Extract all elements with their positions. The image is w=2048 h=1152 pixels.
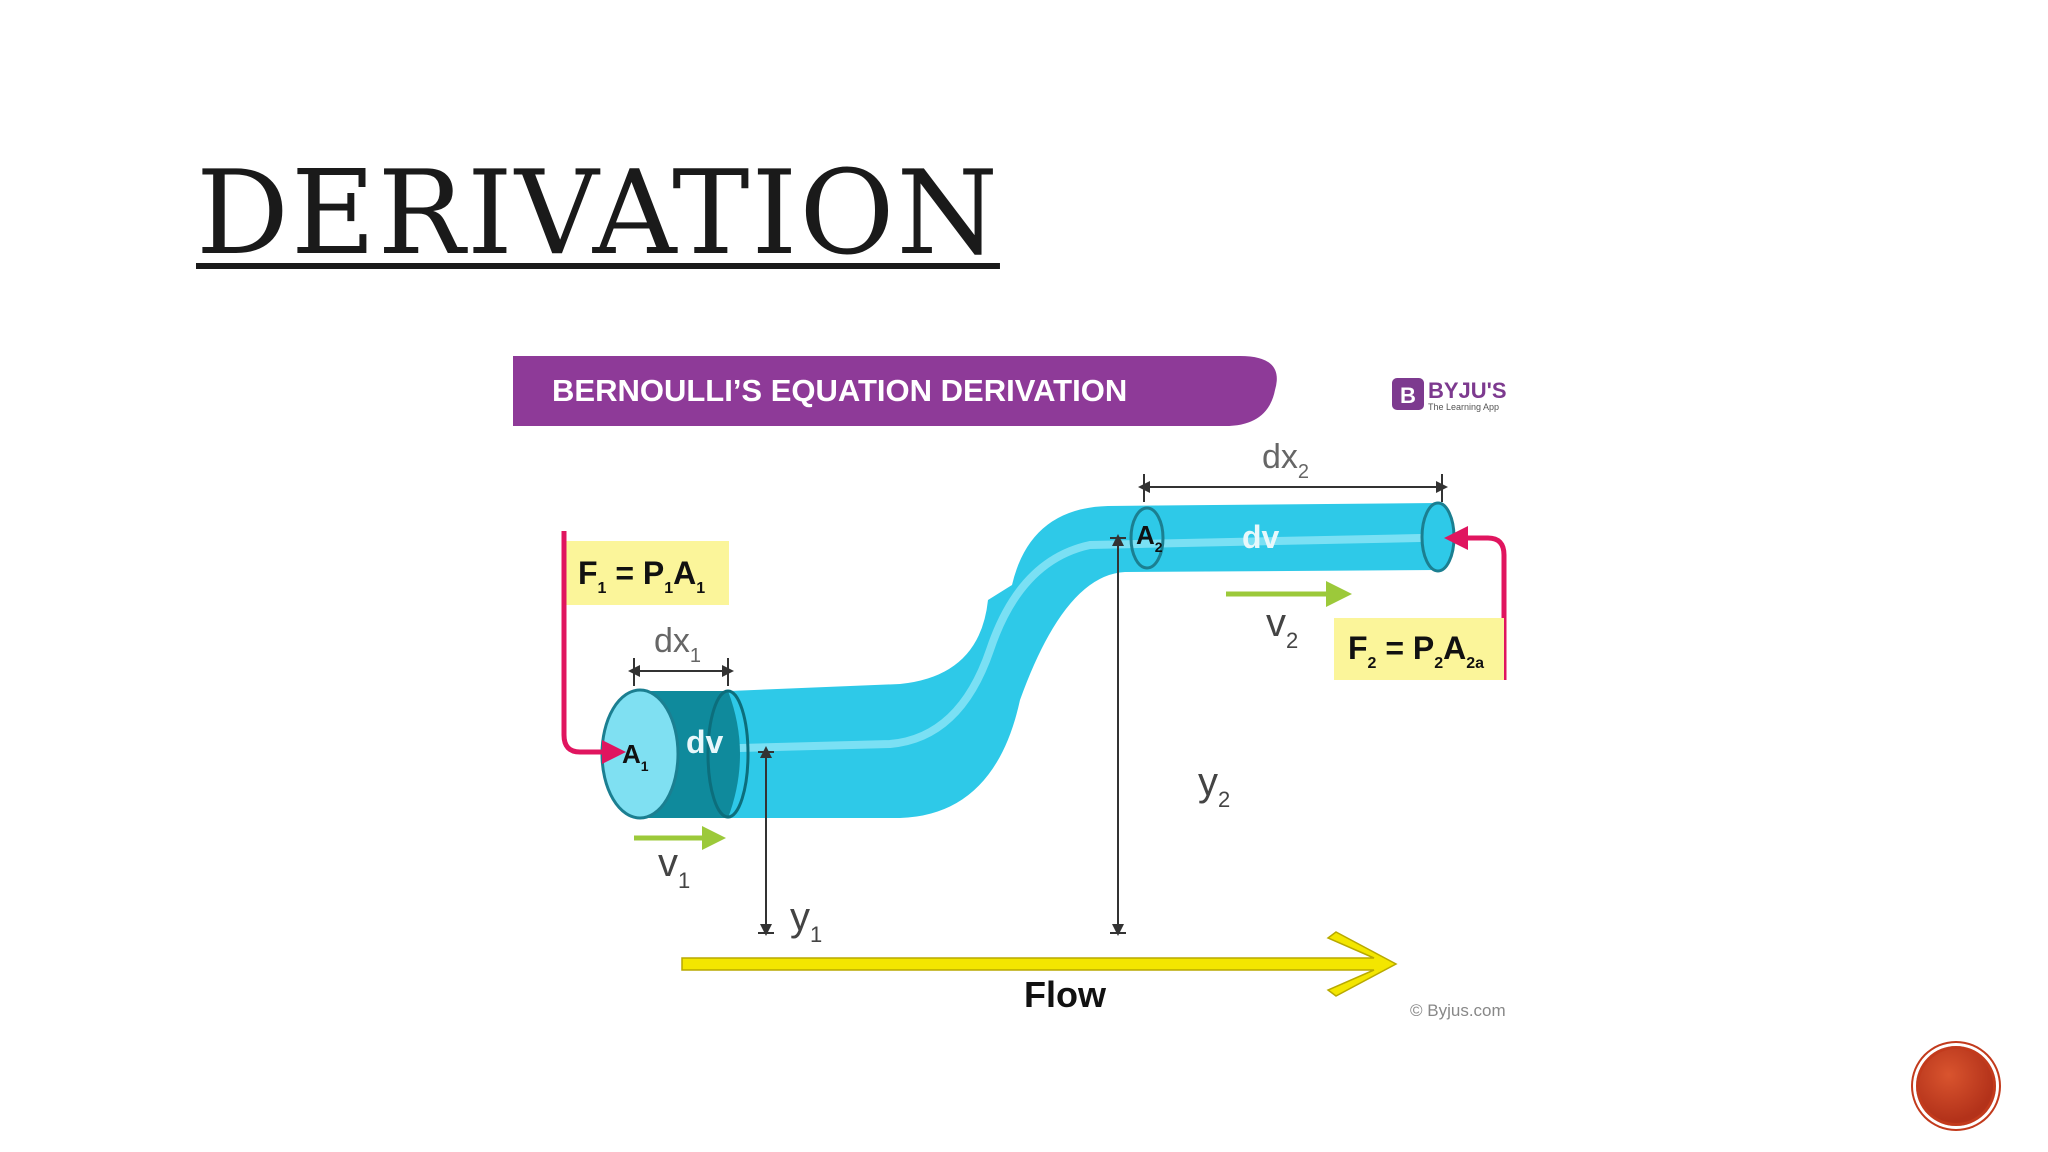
force-left-arrowhead xyxy=(602,740,626,764)
a2-section-ring xyxy=(1129,506,1165,570)
force-left-arrow xyxy=(561,531,610,755)
brand-tagline: The Learning App xyxy=(1428,402,1499,412)
force-left-box xyxy=(563,541,729,605)
v2-label: v2 xyxy=(1266,601,1298,653)
v1-label: v1 xyxy=(658,841,690,893)
pipe-dv-segment-edge xyxy=(706,689,750,819)
copyright-text: © Byjus.com xyxy=(1410,1001,1506,1020)
y2-label: y2 xyxy=(1198,760,1230,812)
flow-label: Flow xyxy=(1024,974,1107,1015)
title-banner xyxy=(513,356,1277,426)
v1-arrowhead xyxy=(702,826,726,850)
force-right-arrow xyxy=(1462,535,1507,680)
brand-logo: B BYJU'S The Learning App xyxy=(1392,378,1507,412)
flow-arrow xyxy=(681,931,1398,997)
a1-label: A1 xyxy=(622,739,649,774)
force-left-label: F1 = P1A1 xyxy=(578,555,705,597)
v2-arrowhead xyxy=(1326,581,1352,607)
force-right-arrowhead xyxy=(1444,526,1468,550)
banner-title: BERNOULLI’S EQUATION DERIVATION xyxy=(552,373,1127,408)
pipe-highlight xyxy=(736,534,1424,752)
a2-label: A2 xyxy=(1136,520,1163,555)
slide-title: DERIVATION xyxy=(196,146,1000,281)
dx2-label: dx2 xyxy=(1262,438,1309,483)
dv-left-label: dv xyxy=(686,724,724,760)
slide-corner-badge xyxy=(1916,1046,1996,1126)
pipe xyxy=(640,503,1438,818)
force-right-box xyxy=(1334,618,1504,680)
brand-logo-letter: B xyxy=(1400,383,1416,408)
brand-logo-icon xyxy=(1392,378,1424,410)
brand-name: BYJU'S xyxy=(1428,378,1507,403)
dv-right-label: dv xyxy=(1242,519,1280,555)
force-right-label: F2 = P2A2a xyxy=(1348,630,1484,672)
dx1-label: dx1 xyxy=(654,622,701,667)
y1-label: y1 xyxy=(790,895,822,947)
